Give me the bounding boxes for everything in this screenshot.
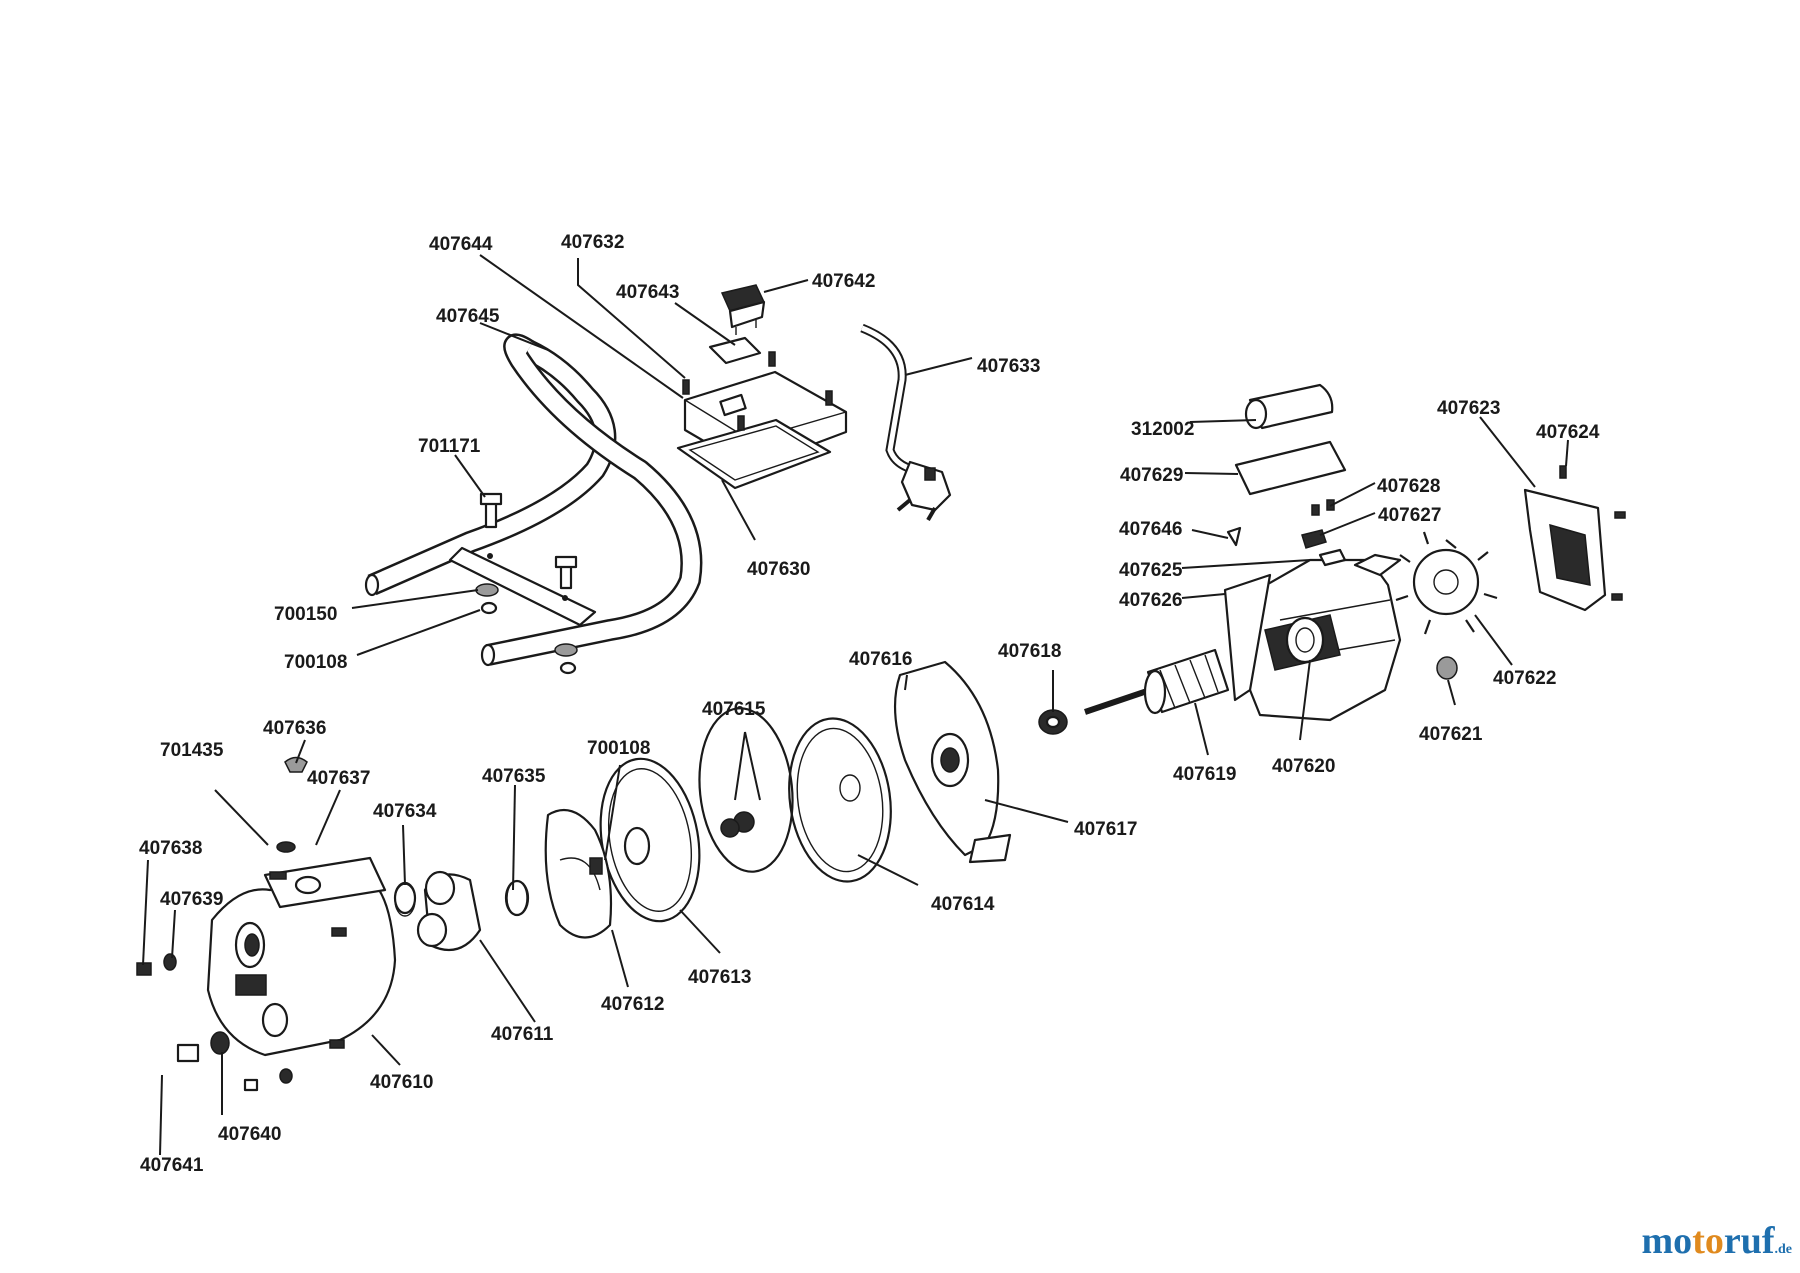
logo-text-blue: mo	[1641, 1220, 1693, 1262]
part-label: 407635	[482, 766, 546, 787]
part-label: 407618	[998, 641, 1061, 662]
part-label: 407613	[688, 967, 751, 988]
part-label: 407616	[849, 649, 912, 670]
part-label: 407644	[429, 234, 493, 255]
motor-flange-drawing	[893, 660, 1012, 864]
fan-cover-drawing	[1523, 465, 1626, 612]
part-label: 407640	[218, 1124, 281, 1145]
part-label: 407621	[1419, 724, 1483, 745]
part-label: 407643	[616, 282, 679, 303]
part-label: 407634	[373, 801, 437, 822]
part-label: 407639	[160, 889, 223, 910]
part-label: 701435	[160, 740, 224, 761]
part-label: 407641	[140, 1155, 204, 1176]
part-label: 407630	[747, 559, 810, 580]
motor-housing-drawing	[1223, 383, 1402, 722]
part-label: 407642	[812, 271, 875, 292]
part-label: 407637	[307, 768, 370, 789]
part-label: 407628	[1377, 476, 1440, 497]
part-label: 407629	[1120, 465, 1183, 486]
part-label: 407614	[931, 894, 995, 915]
handle-frame-drawing	[364, 333, 703, 675]
leader-lines	[142, 254, 1569, 1156]
part-label: 407627	[1378, 505, 1441, 526]
pump-discs-drawing	[599, 707, 892, 923]
part-label: 407625	[1119, 560, 1183, 581]
rotor-drawing	[1038, 648, 1458, 735]
logo-text-orange: to	[1692, 1220, 1724, 1262]
part-label: 700150	[274, 604, 337, 625]
part-label: 407620	[1272, 756, 1335, 777]
motoruf-logo: motoruf.de	[1642, 1219, 1792, 1263]
part-label: 407636	[263, 718, 326, 739]
part-label: 407645	[436, 306, 500, 327]
part-label: 407615	[702, 699, 766, 720]
part-label: 407646	[1119, 519, 1182, 540]
part-label: 407626	[1119, 590, 1182, 611]
pump-body-drawing	[136, 756, 530, 1092]
part-label: 407623	[1437, 398, 1500, 419]
diffuser-drawing	[544, 808, 613, 939]
part-label: 700108	[284, 652, 347, 673]
logo-text-blue-2: ruf	[1723, 1220, 1775, 1262]
venturi-drawing	[394, 870, 528, 952]
part-label: 407633	[977, 356, 1040, 377]
part-label: 407624	[1536, 422, 1600, 443]
part-labels: 407644 407632 407643 407642 407645 40763…	[139, 232, 1600, 1176]
part-label: 407619	[1173, 764, 1236, 785]
part-label: 407612	[601, 994, 664, 1015]
part-label: 407632	[561, 232, 624, 253]
fan-drawing	[1395, 531, 1498, 635]
part-label: 407611	[491, 1024, 554, 1045]
logo-tld: .de	[1774, 1242, 1793, 1257]
part-label: 312002	[1131, 419, 1194, 440]
switch-box-drawing	[676, 284, 848, 490]
part-label: 701171	[418, 436, 481, 457]
part-label: 700108	[587, 738, 650, 759]
part-label: 407638	[139, 838, 202, 859]
part-label: 407610	[370, 1072, 433, 1093]
part-label: 407617	[1074, 819, 1137, 840]
power-cable-drawing	[860, 323, 952, 522]
part-label: 407622	[1493, 668, 1556, 689]
